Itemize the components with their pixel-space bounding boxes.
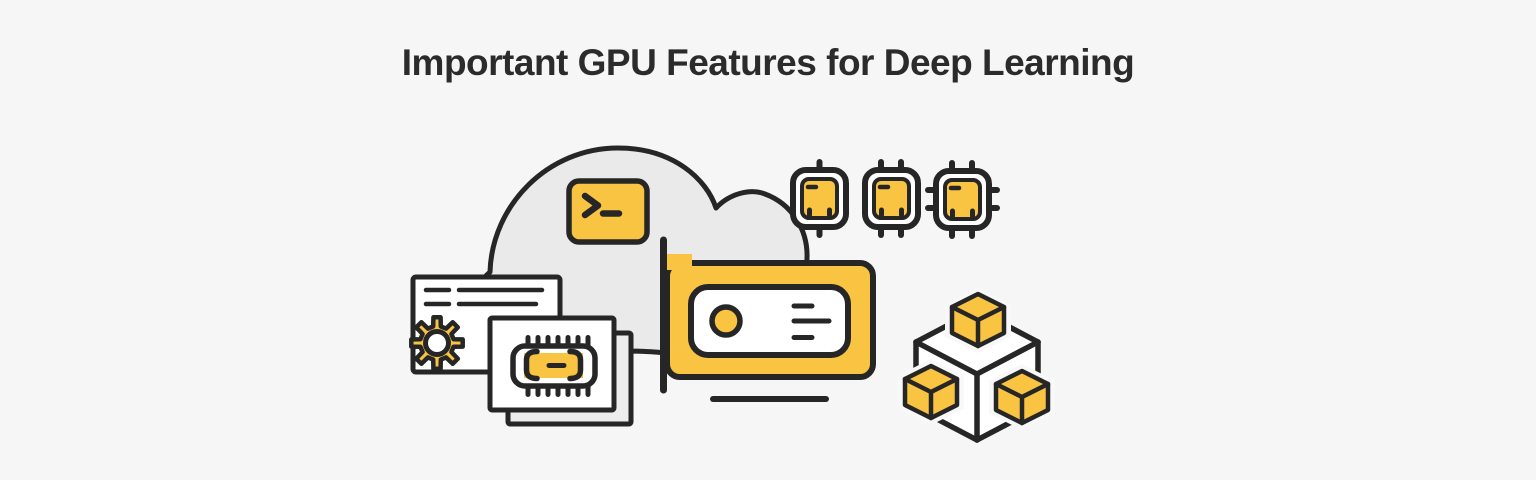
cubes-icon [898, 287, 1055, 443]
certificate-icon [409, 274, 563, 375]
microchip-icon [510, 335, 598, 397]
chip-cards-icon [487, 315, 634, 427]
cube-top [949, 291, 1007, 349]
cube-bottom-left [902, 363, 960, 421]
page-title: Important GPU Features for Deep Learning [401, 42, 1135, 83]
terminal-icon [566, 178, 650, 245]
chip-icon-2 [865, 159, 918, 238]
cube-bottom-right [993, 368, 1051, 426]
fan-icon [709, 304, 743, 338]
processor-chips-icon [793, 159, 1000, 239]
gear-icon [409, 315, 465, 371]
gpu-card-icon [660, 236, 876, 402]
chip-icon-1 [793, 159, 846, 238]
chip-icon-3 [925, 160, 1000, 239]
